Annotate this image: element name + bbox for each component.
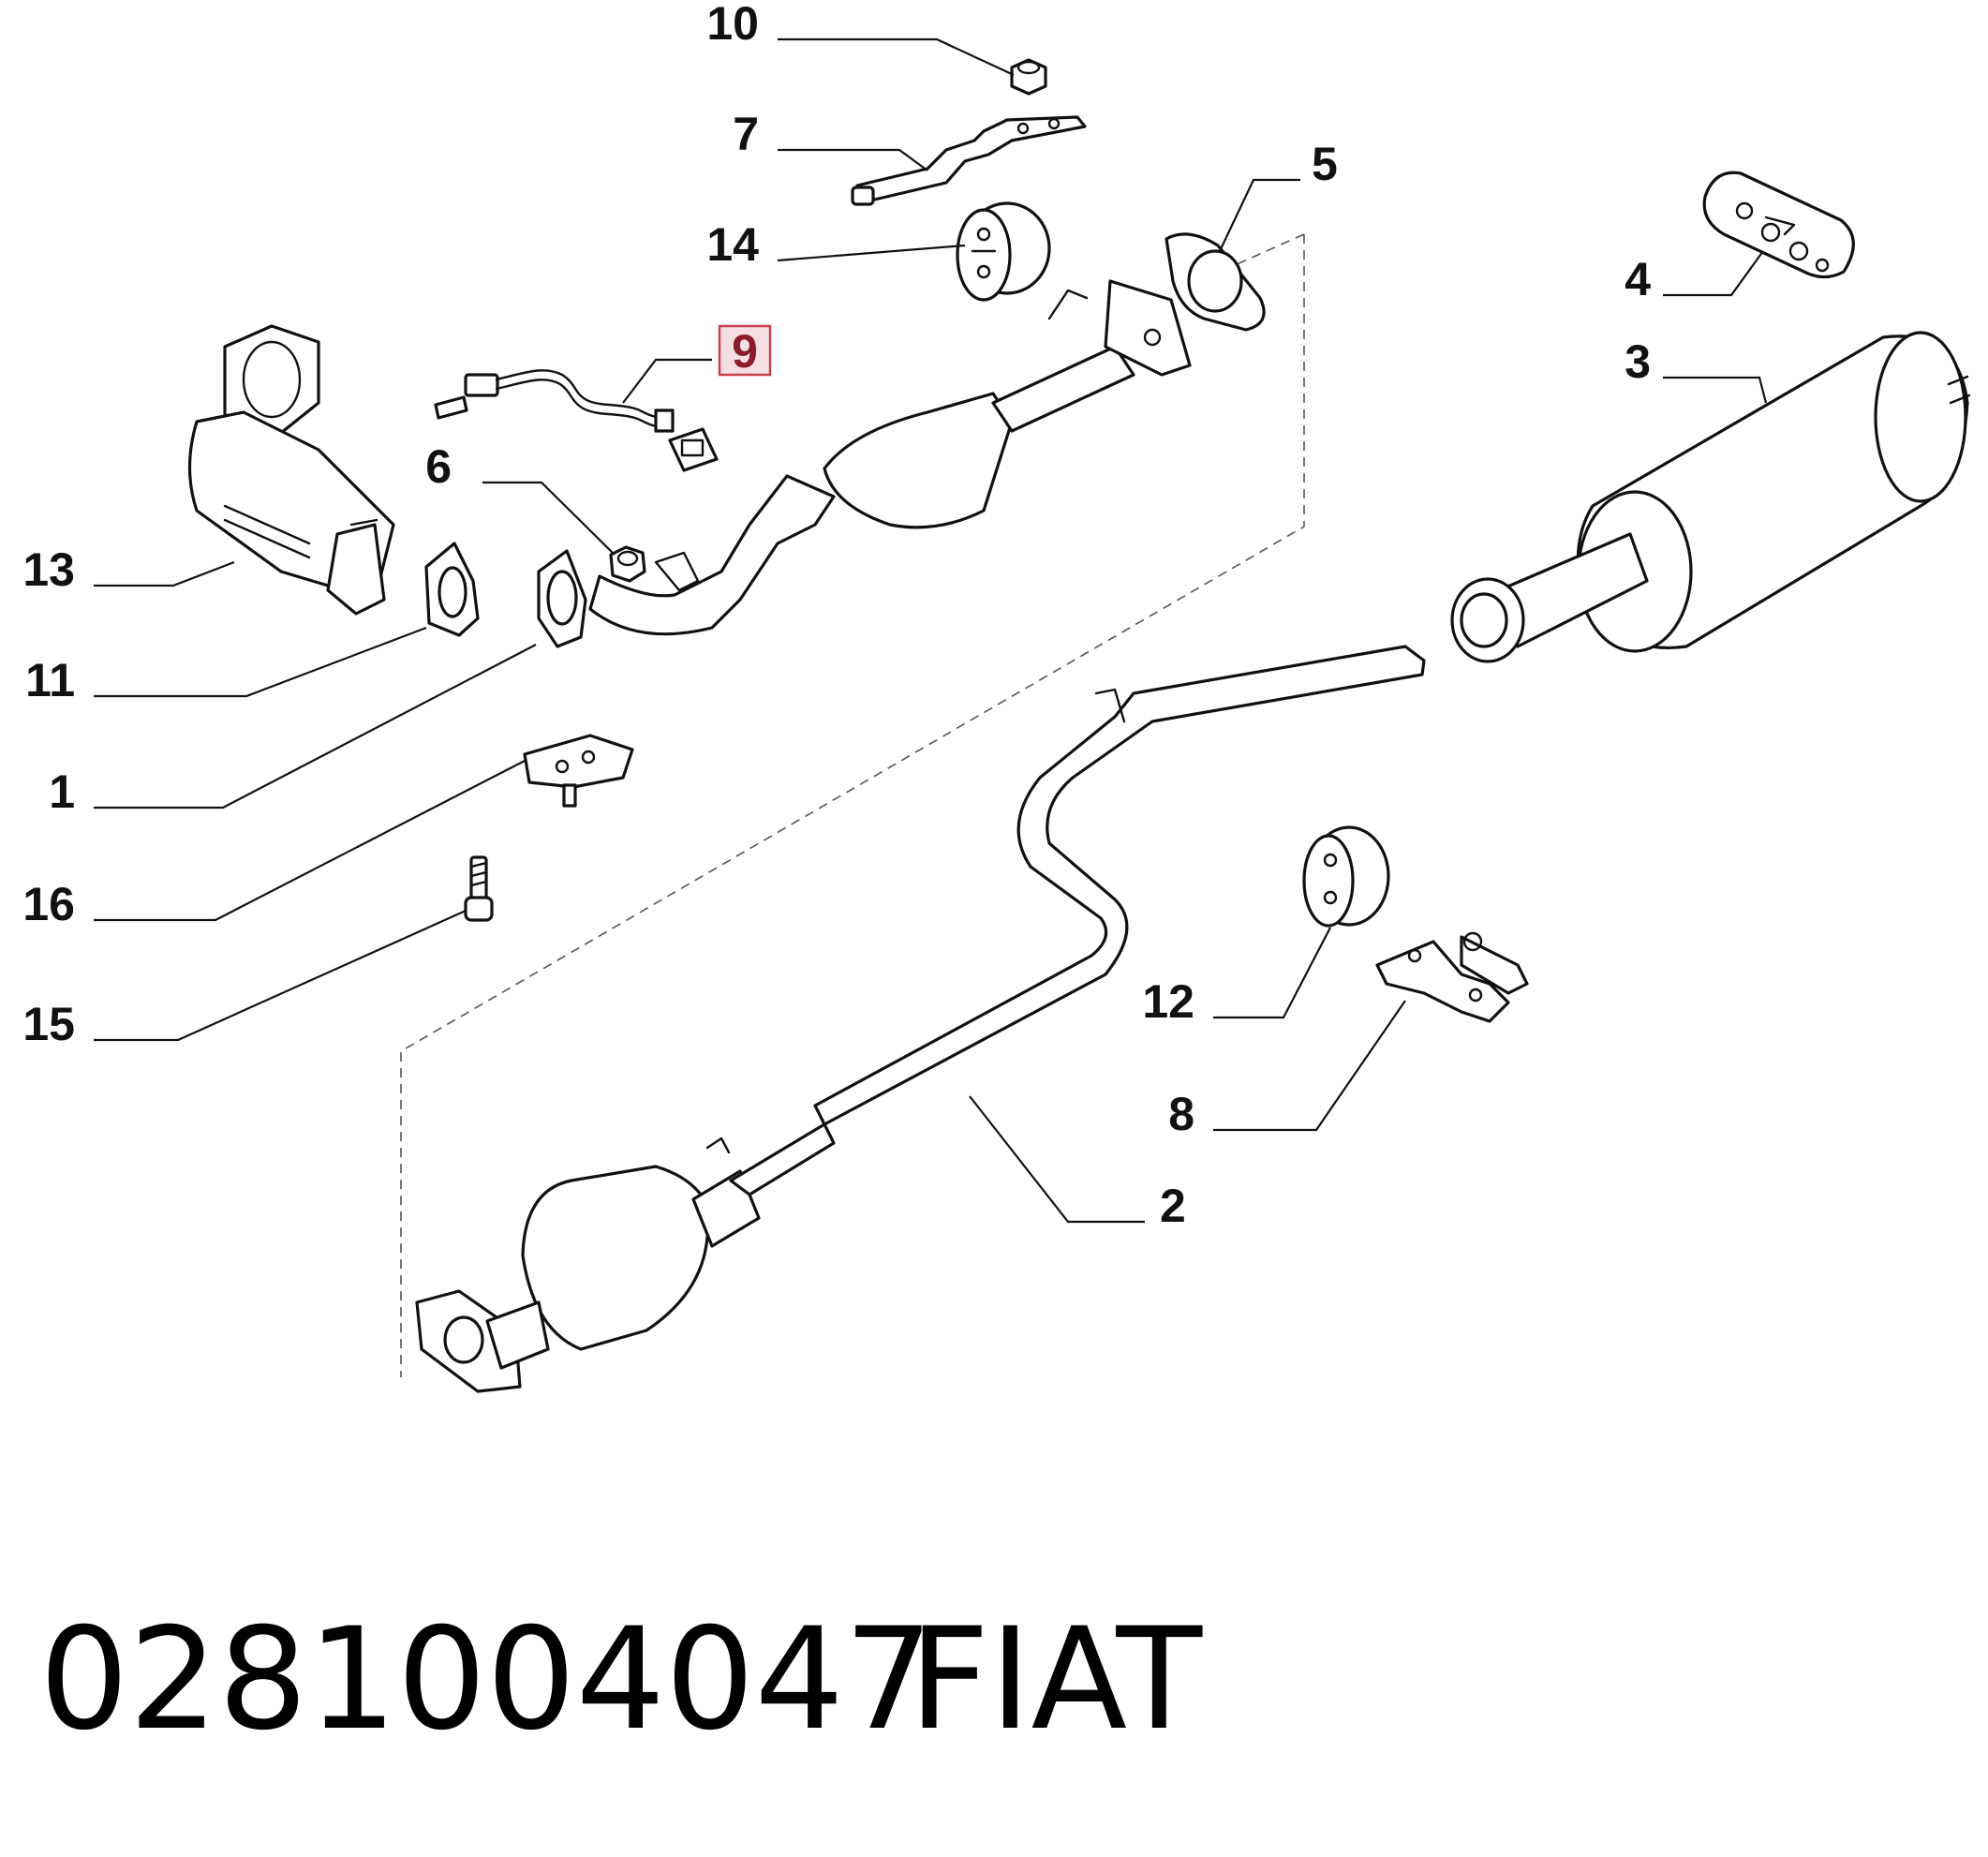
leader-1 [94, 644, 537, 810]
part-1-front-pipe [537, 279, 1192, 648]
part-15-bolt [464, 855, 494, 922]
callout-16: 16 [22, 878, 75, 930]
part-2-center-pipe [415, 645, 1426, 1393]
leader-15 [94, 909, 467, 1042]
callout-3: 3 [1625, 335, 1651, 388]
part-4-rubber-mount [1702, 171, 1855, 279]
callout-13: 13 [22, 543, 75, 596]
callout-7: 7 [733, 108, 759, 160]
leader-7 [778, 148, 928, 171]
part-number: 0281004047 [39, 1598, 934, 1761]
part-5-gasket [1165, 232, 1266, 332]
leader-11 [94, 626, 427, 698]
leader-8 [1213, 1000, 1406, 1132]
callout-labels: 10 7 14 5 9 4 3 6 13 11 1 16 15 12 8 2 [22, 0, 1651, 1232]
part-9-oxygen-sensor [434, 369, 719, 472]
leader-13 [94, 560, 235, 587]
leader-14 [777, 244, 966, 262]
callout-1: 1 [49, 765, 75, 818]
part-16-bracket [523, 734, 634, 808]
leader-10 [778, 37, 1015, 76]
callout-5: 5 [1312, 138, 1338, 190]
callout-6: 6 [425, 440, 452, 493]
part-8-bracket [1375, 931, 1529, 1023]
leader-5 [1219, 178, 1300, 252]
leader-6 [482, 481, 616, 556]
leader-4 [1663, 250, 1764, 297]
callout-4: 4 [1625, 253, 1651, 305]
part-10-nut [1010, 58, 1047, 96]
callout-14: 14 [706, 218, 759, 271]
part-6-nut [609, 545, 646, 583]
leader-2 [969, 1095, 1145, 1224]
part-12-rubber-hanger [1302, 825, 1390, 928]
callout-12: 12 [1142, 975, 1194, 1028]
leader-lines [94, 37, 1768, 1224]
brand-name: FIAT [909, 1598, 1203, 1761]
callout-9: 9 [732, 325, 758, 378]
part-11-gasket [424, 542, 480, 637]
callout-8: 8 [1168, 1088, 1194, 1140]
leader-9 [622, 358, 712, 404]
callout-2: 2 [1160, 1180, 1186, 1232]
leader-12 [1213, 927, 1331, 1019]
part-3-rear-muffler [1450, 331, 1971, 663]
callout-15: 15 [22, 998, 75, 1050]
part-14-rubber-hanger [956, 201, 1051, 302]
leader-16 [94, 760, 526, 922]
part-7-bracket [851, 115, 1087, 206]
part-13-manifold-catalyst [187, 324, 395, 616]
callout-11: 11 [25, 654, 75, 706]
leader-3 [1663, 376, 1768, 404]
highlight-box-9 [718, 324, 772, 377]
callout-10: 10 [706, 0, 759, 50]
